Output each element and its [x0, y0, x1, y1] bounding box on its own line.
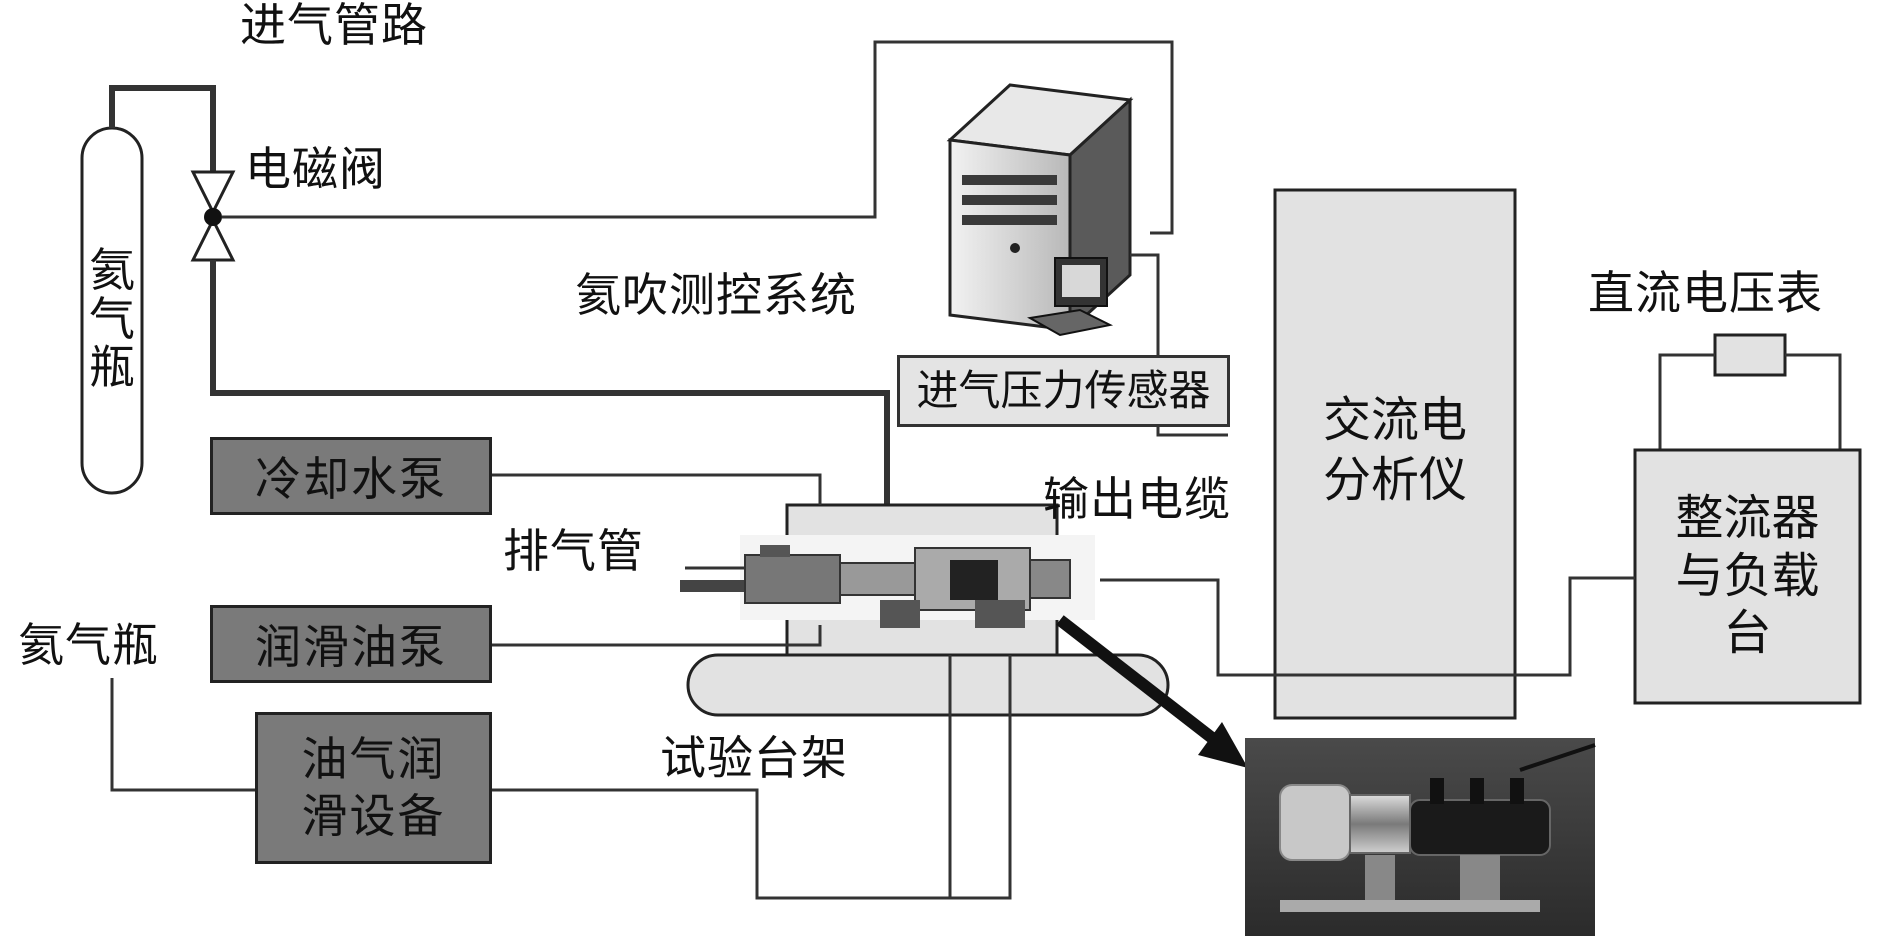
coolant-pump-label: 冷却水泵: [255, 452, 447, 506]
rectifier-load-shape: [1633, 448, 1862, 705]
bottle-to-valve-pipe: [109, 85, 216, 172]
dc-voltmeter-shape: [1713, 333, 1787, 377]
computer-sensor-line: [1130, 253, 1228, 437]
machine-image-icon: [680, 535, 1095, 628]
lube-pump-label: 润滑油泵: [255, 620, 447, 674]
test-bench-label: 试验台架: [660, 731, 848, 785]
nitrogen-line: [110, 678, 255, 792]
exhaust-pipe-label: 排气管: [503, 524, 644, 578]
intake-pipe: [210, 260, 890, 505]
coolant-line: [490, 473, 822, 505]
coolant-pump-box: 冷却水泵: [210, 437, 492, 515]
hydrogen-bottle-label: 氦气瓶: [82, 198, 142, 439]
valve-signal-line: [222, 40, 1174, 235]
intake-pressure-sensor-box: 进气压力传感器: [897, 355, 1230, 427]
rectifier-load-label: 整流器 与负载 台: [1675, 490, 1820, 662]
lube-line: [490, 625, 822, 647]
voltmeter-left-wire: [1658, 353, 1715, 450]
helium-control-system-label: 氦吹测控系统: [575, 268, 857, 322]
dc-voltmeter-label: 直流电压表: [1588, 266, 1823, 320]
photo-arrow-line: [1056, 615, 1229, 753]
hydrogen-bottle-text: 氦气瓶: [89, 243, 135, 394]
ac-analyzer-label: 交流电 分析仪: [1322, 392, 1467, 508]
oil-gas-line: [490, 655, 1012, 900]
photo-arrow-head: [1198, 722, 1248, 768]
output-cable-label: 输出电缆: [1043, 472, 1231, 526]
lube-pump-box: 润滑油泵: [210, 605, 492, 683]
output-cable-line: [1100, 576, 1635, 677]
voltmeter-right-wire: [1785, 353, 1842, 450]
solenoid-valve-label: 电磁阀: [245, 142, 386, 196]
ac-analyzer-shape: [1273, 188, 1517, 720]
nitrogen-bottle-label: 氦气瓶: [18, 618, 159, 672]
intake-pipeline-label: 进气管路: [240, 0, 428, 52]
computer-tower-icon: [946, 83, 1134, 337]
test-bench-base: [686, 653, 1170, 717]
test-rig-photo: [1245, 738, 1596, 936]
intake-pressure-sensor-label: 进气压力传感器: [916, 365, 1211, 415]
valve-icon: [190, 170, 236, 262]
oil-gas-lube-label: 油气润 滑设备: [301, 731, 446, 844]
oil-gas-lube-box: 油气润 滑设备: [255, 712, 492, 864]
